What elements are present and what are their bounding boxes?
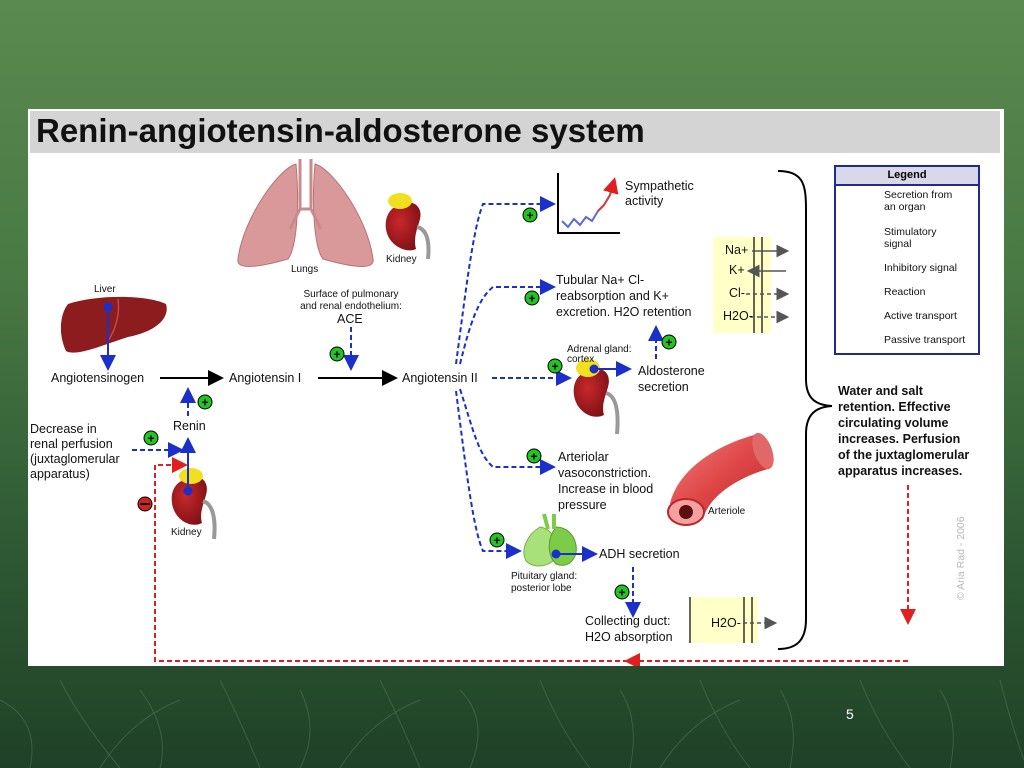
plus-badge-icon: + bbox=[522, 207, 538, 223]
svg-text:+: + bbox=[201, 396, 208, 410]
decrease-label-2: renal perfusion bbox=[30, 437, 113, 451]
collecting-label-2: H2O absorption bbox=[585, 630, 673, 644]
plus-badge-icon: + bbox=[329, 346, 345, 362]
adrenal-label-2: cortex bbox=[567, 354, 595, 365]
minus-badge-icon bbox=[137, 496, 153, 512]
pituitary-label-1: Pituitary gland: bbox=[511, 571, 578, 582]
kidney-top-icon bbox=[385, 193, 431, 260]
legend-inhibitory-label: Inhibitory signal bbox=[884, 262, 957, 274]
tubular-label-2: reabsorption and K+ bbox=[556, 289, 669, 303]
plus-badge-icon: + bbox=[614, 584, 630, 600]
tubular-label-1: Tubular Na+ Cl- bbox=[556, 273, 645, 287]
lungs-label: Lungs bbox=[291, 264, 319, 275]
ion-h2o-label: H2O- bbox=[723, 309, 753, 323]
legend: Legend Secretion from an organ Stimulato… bbox=[834, 165, 980, 355]
plus-badge-icon: + bbox=[547, 358, 563, 374]
plus-badge-icon: + bbox=[143, 430, 159, 446]
svg-text:+: + bbox=[551, 360, 558, 374]
lungs-icon bbox=[237, 159, 374, 267]
legend-reaction-label: Reaction bbox=[884, 286, 926, 298]
page-title: Renin-angiotensin-aldosterone system bbox=[36, 112, 645, 149]
adh-label: ADH secretion bbox=[599, 547, 680, 561]
svg-text:+: + bbox=[530, 450, 537, 464]
summary-line-2: retention. Effective bbox=[838, 400, 951, 414]
plus-badge-icon: + bbox=[524, 290, 540, 306]
ion-na-label: Na+ bbox=[725, 243, 749, 257]
aldosterone-label-2: secretion bbox=[638, 380, 689, 394]
angiotensin-2-label: Angiotensin II bbox=[402, 371, 478, 385]
svg-text:+: + bbox=[665, 336, 672, 350]
kidney-top-label: Kidney bbox=[386, 254, 417, 265]
ion-k-label: K+ bbox=[729, 263, 745, 277]
legend-stimulatory-label-1: Stimulatory bbox=[884, 226, 937, 238]
collecting-label-1: Collecting duct: bbox=[585, 614, 671, 628]
aldosterone-label-1: Aldosterone bbox=[638, 364, 705, 378]
tubular-label-3: excretion. H2O retention bbox=[556, 305, 692, 319]
copyright-notice: © Aria Rad - 2006 bbox=[955, 516, 967, 600]
arteriolar-label-2: vasoconstriction. bbox=[558, 466, 652, 480]
plus-badge-icon: + bbox=[526, 448, 542, 464]
decrease-label-1: Decrease in bbox=[30, 422, 97, 436]
summary-line-5: of the juxtaglomerular bbox=[838, 448, 970, 462]
legend-active-label: Active transport bbox=[884, 310, 957, 322]
summary-line-6: apparatus increases. bbox=[838, 464, 963, 478]
inhibitory-feedback-arrow bbox=[154, 457, 916, 666]
liver-label: Liver bbox=[94, 284, 116, 295]
svg-text:+: + bbox=[618, 586, 625, 600]
summary-line-4: increases. Perfusion bbox=[838, 432, 961, 446]
decrease-label-4: apparatus) bbox=[30, 467, 90, 481]
svg-text:+: + bbox=[528, 292, 535, 306]
diagram-panel: Renin-angiotensin-aldosterone system bbox=[28, 109, 1004, 666]
svg-text:+: + bbox=[147, 432, 154, 446]
legend-title: Legend bbox=[836, 167, 978, 186]
liver-icon bbox=[60, 296, 167, 353]
arteriole-icon bbox=[667, 432, 774, 526]
sympathetic-label-1: Sympathetic bbox=[625, 179, 694, 193]
arteriolar-label-1: Arteriolar bbox=[558, 450, 609, 464]
angiotensin-1-label: Angiotensin I bbox=[229, 371, 302, 385]
ion-cl-label: Cl- bbox=[729, 286, 745, 300]
svg-text:+: + bbox=[493, 534, 500, 548]
renin-label: Renin bbox=[173, 419, 206, 433]
pituitary-icon bbox=[523, 513, 577, 567]
arteriole-label: Arteriole bbox=[708, 506, 746, 517]
secretion-arrows bbox=[100, 302, 632, 562]
sympathetic-label-2: activity bbox=[625, 194, 664, 208]
plus-badges: + + + + + + + + + + bbox=[143, 207, 677, 600]
arteriolar-label-3: Increase in blood bbox=[558, 482, 654, 496]
legend-secretion-label-1: Secretion from bbox=[884, 189, 953, 201]
svg-text:+: + bbox=[333, 348, 340, 362]
summary-line-1: Water and salt bbox=[838, 384, 923, 398]
title-bar: Renin-angiotensin-aldosterone system bbox=[30, 111, 1000, 153]
ace-label: ACE bbox=[337, 312, 363, 326]
legend-secretion-label-2: an organ bbox=[884, 201, 926, 213]
kidney-bottom-label: Kidney bbox=[171, 527, 202, 538]
angiotensinogen-label: Angiotensinogen bbox=[51, 371, 145, 385]
page-number: 5 bbox=[846, 706, 854, 722]
ion-h2o-duct-label: H2O- bbox=[711, 616, 741, 630]
svg-text:+: + bbox=[526, 209, 533, 223]
arteriolar-label-4: pressure bbox=[558, 498, 607, 512]
plus-badge-icon: + bbox=[489, 532, 505, 548]
summary-brace bbox=[777, 170, 833, 650]
adrenal-label-1: Adrenal gland: bbox=[567, 344, 632, 355]
plus-badge-icon: + bbox=[197, 394, 213, 410]
legend-passive-label: Passive transport bbox=[884, 334, 966, 346]
ace-surface-label-1: Surface of pulmonary bbox=[303, 289, 399, 300]
summary-line-3: circulating volume bbox=[838, 416, 949, 430]
ion-transport-box bbox=[713, 237, 790, 333]
sympathetic-graph bbox=[557, 173, 620, 234]
legend-stimulatory-label-2: signal bbox=[884, 238, 912, 250]
decrease-label-3: (juxtaglomerular bbox=[30, 452, 120, 466]
ace-surface-label-2: and renal endothelium: bbox=[300, 301, 402, 312]
plus-badge-icon: + bbox=[661, 334, 677, 350]
collecting-duct-box bbox=[689, 597, 778, 643]
stimulatory-arrows bbox=[132, 196, 664, 618]
pituitary-label-2: posterior lobe bbox=[511, 583, 572, 594]
